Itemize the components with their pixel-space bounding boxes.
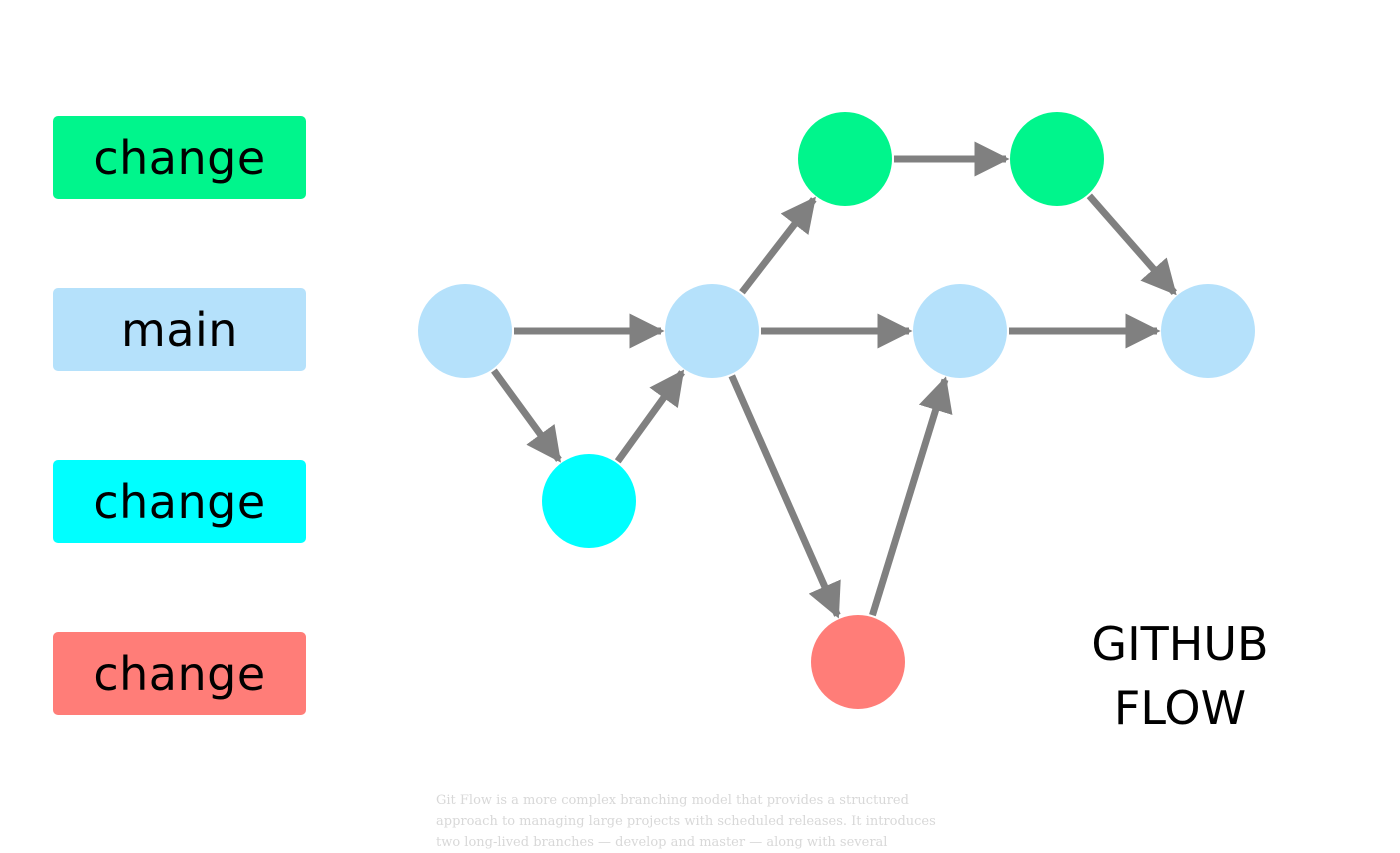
title-line-2: FLOW <box>1113 681 1247 735</box>
edge-r1-to-m3 <box>869 376 953 617</box>
commit-node-m4 <box>1161 284 1255 378</box>
background-caption: Git Flow is a more complex branching mod… <box>436 790 936 853</box>
edge-c1-to-m2 <box>614 369 685 464</box>
commit-node-r1 <box>811 615 905 709</box>
commit-node-m2 <box>665 284 759 378</box>
caption-line-1: Git Flow is a more complex branching mod… <box>436 793 909 808</box>
edges-layer <box>491 141 1177 619</box>
legend-change-cyan: change <box>53 460 306 543</box>
edge-g2-to-m4 <box>1086 193 1177 296</box>
commit-node-g1 <box>798 112 892 206</box>
caption-line-2: approach to managing large projects with… <box>436 814 936 829</box>
diagram-title: GITHUB FLOW <box>1060 612 1300 740</box>
commit-node-m1 <box>418 284 512 378</box>
caption-line-3: two long-lived branches — develop and ma… <box>436 835 888 850</box>
edge-m2-to-g1 <box>739 196 817 295</box>
title-line-1: GITHUB <box>1091 617 1269 671</box>
edge-m1-to-c1 <box>491 368 562 463</box>
nodes-layer <box>418 112 1255 709</box>
legend-main: main <box>53 288 306 371</box>
commit-node-g2 <box>1010 112 1104 206</box>
legend-change-red: change <box>53 632 306 715</box>
commit-node-m3 <box>913 284 1007 378</box>
legend-change-green: change <box>53 116 306 199</box>
commit-node-c1 <box>542 454 636 548</box>
edge-m2-to-r1 <box>728 374 841 619</box>
